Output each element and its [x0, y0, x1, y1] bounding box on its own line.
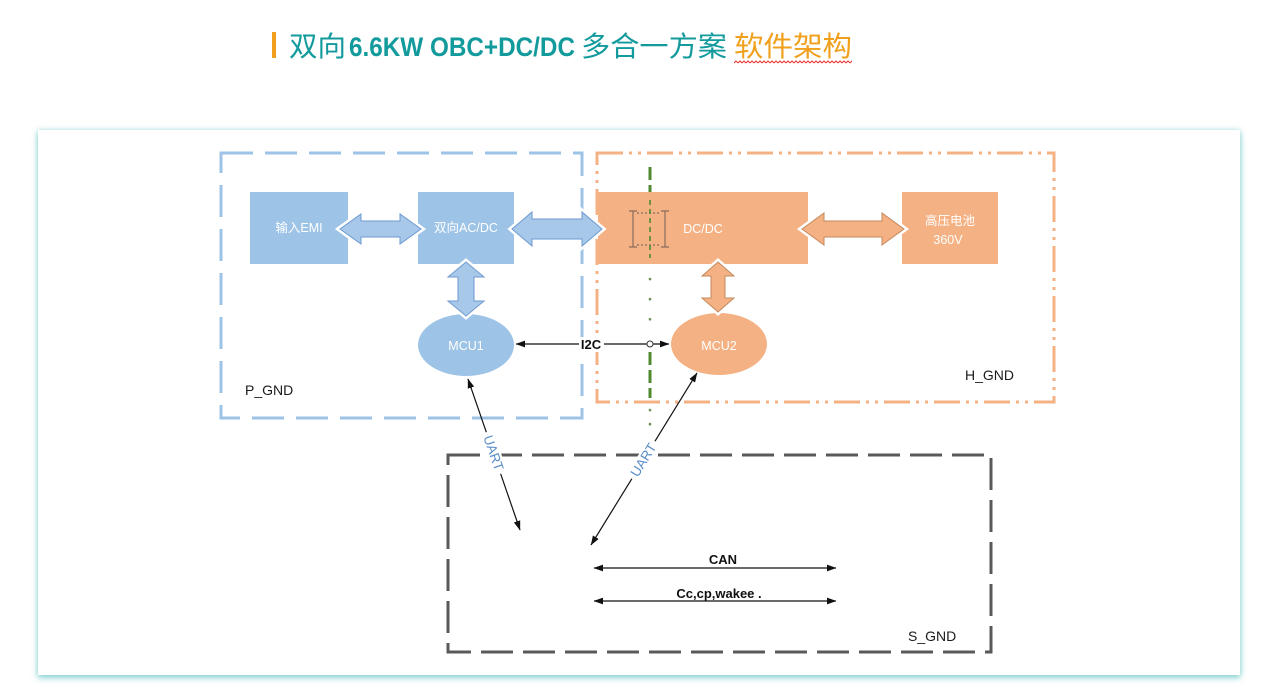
title-solution: 多合一方案: [581, 31, 727, 62]
uart-mcu2-link: UART: [590, 372, 698, 546]
title-prefix: 双向: [289, 31, 346, 62]
p-gnd-label: P_GND: [245, 382, 293, 398]
input-emi-block: [250, 192, 348, 264]
acdc-mcu1-arrow: [439, 258, 493, 320]
wire-crossover-hop: [646, 340, 654, 348]
mcu2-node: [671, 313, 767, 375]
s-gnd-boundary: [446, 453, 993, 654]
cc-cp-wake-label: Cc,cp,wakee .: [676, 586, 761, 601]
cc-cp-wake-link: Cc,cp,wakee .: [593, 586, 837, 605]
spellcheck-underline: [734, 60, 852, 64]
hv-battery-voltage: 360V: [933, 233, 963, 247]
page-title: 双向 6.6KW OBC+DC/DC 多合一方案 软件架构: [272, 31, 852, 64]
title-subject: 软件架构: [734, 31, 852, 62]
hv-battery-block: [902, 192, 998, 264]
p-gnd-boundary: [219, 151, 584, 420]
uart-mcu2-label-bg: [626, 437, 661, 483]
uart-mcu1-label-bg: [479, 429, 508, 477]
bidirectional-acdc-label: 双向AC/DC: [434, 220, 498, 235]
uart-mcu1-label: UART: [480, 433, 506, 472]
mcu1-node: [418, 314, 514, 376]
input-emi-label: 输入EMI: [275, 220, 322, 235]
h-gnd-label: H_GND: [965, 367, 1014, 383]
i2c-label-bg: [579, 337, 604, 352]
hv-battery-name: 高压电池: [925, 213, 976, 228]
bidirectional-acdc-block: [418, 192, 514, 264]
mcu2-label: MCU2: [701, 339, 736, 353]
i2c-link: I2C: [515, 337, 670, 352]
can-label: CAN: [709, 552, 737, 567]
i2c-label: I2C: [581, 337, 602, 352]
title-model: 6.6KW OBC+DC/DC: [349, 32, 575, 62]
s-gnd-label: S_GND: [908, 628, 956, 644]
p-gnd-region: P_GND: [219, 151, 584, 420]
s-gnd-region: S_GND: [446, 453, 993, 654]
title-accent-bar: [272, 32, 276, 58]
dcdc-mcu2-arrow: [694, 258, 742, 316]
can-link: CAN: [593, 552, 837, 572]
dcdc-battery-arrow: [796, 207, 910, 251]
acdc-dcdc-arrow: [507, 205, 607, 253]
h-gnd-region: H_GND: [595, 151, 1056, 404]
dcdc-label: DC/DC: [683, 222, 723, 236]
uart-mcu2-label: UART: [628, 441, 660, 480]
emi-acdc-arrow: [334, 208, 427, 250]
mcu1-label: MCU1: [448, 339, 483, 353]
h-gnd-boundary: [595, 151, 1056, 404]
